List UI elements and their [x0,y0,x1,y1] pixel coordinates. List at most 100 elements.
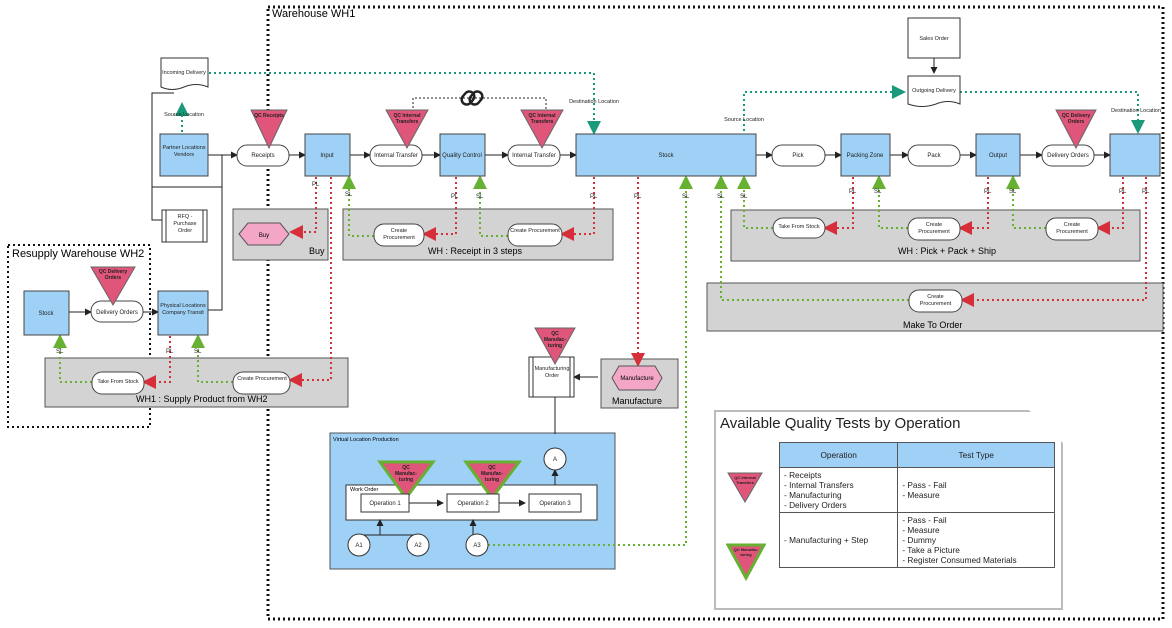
vendors-location[interactable] [159,133,209,177]
operation-1[interactable] [360,493,410,513]
qc-operation-2-label: QC Manufac-turing [481,465,503,483]
transit-location[interactable] [157,290,209,336]
operation-3[interactable] [528,493,582,513]
legend-qc-manufacturing-icon [726,543,766,582]
quality-control-location[interactable] [439,133,486,177]
wh2-stock-label: Stock [38,311,54,317]
link-labels: PL SL PL SL PL PL SL SL SL PL SL PL SL P… [56,182,1150,355]
qc-operation-2-icon[interactable] [463,460,522,501]
create-procurement-receipt-1-label: Create Procurement [383,228,415,241]
qc-internal-transfers-label-2: QC Internal Transfers [528,113,556,125]
route-mto-label: Make To Order [903,320,962,330]
source-location-label-out: Source Location [724,117,764,123]
source-location-label-in: Source Location [164,112,204,118]
stock-location[interactable] [575,133,757,177]
output-label: Output [989,153,1007,159]
svg-text:PL: PL [451,194,459,200]
qc-internal-transfers-icon-1[interactable] [385,109,429,150]
outgoing-delivery-doc[interactable] [907,75,961,107]
create-procurement-receipt-2[interactable] [507,223,563,247]
pack-label: Pack [927,153,941,159]
svg-text:PL: PL [590,194,598,200]
qc-operation-1-icon[interactable] [377,460,436,501]
internal-transfer-2-label: Internal Transfer [512,153,556,159]
route-pick-pack-ship-label: WH : Pick + Pack + Ship [898,246,996,256]
qc-receipts-icon[interactable] [250,109,288,150]
qc-delivery-orders-icon[interactable] [1055,109,1097,150]
svg-text:SL: SL [874,189,882,195]
qc-wh2-delivery-orders-icon[interactable] [90,266,136,306]
take-from-stock-wh2[interactable] [91,371,145,395]
manufacture-action[interactable] [611,365,663,391]
internal-transfer-1-step[interactable] [369,144,423,167]
incoming-delivery-doc[interactable] [160,57,209,90]
manufacture-action-label: Manufacture [620,376,654,382]
destination-location-label-out: Destination Location [1111,108,1161,114]
legend-qc-internal-icon [727,472,763,503]
manufacturing-order-doc[interactable] [528,356,575,398]
svg-text:PL: PL [634,194,642,200]
node-a1-label: A1 [355,543,363,549]
output-location[interactable] [975,133,1021,177]
sales-order-label: Sales Order [919,36,949,42]
quality-tests-legend: Available Quality Tests by Operation QC … [716,412,1061,608]
qc-receipts-label: QC Receipts [254,113,284,119]
svg-text:PL: PL [984,189,992,195]
customer-location[interactable] [1109,133,1161,177]
svg-text:SL: SL [740,194,748,200]
create-procurement-ship-label: Create Procurement [1056,222,1088,235]
node-a1 [347,533,371,557]
create-procurement-pack-label: Create Procurement [918,222,950,235]
svg-text:PL: PL [849,189,857,195]
create-procurement-wh2-label: Create Procurement [237,376,287,382]
work-order-label: Work Order [350,487,378,493]
legend-qc-internal-label: QC Internal Transfers [734,475,756,485]
sales-order-doc[interactable] [907,17,961,59]
node-a2 [406,533,430,557]
node-a2-label: A2 [414,543,422,549]
vendors-label: Partner Locations Vendors [162,145,206,158]
manufacturing-order-label: Manufacturing Order [534,366,570,379]
qc-internal-transfers-label-1: QC Internal Transfers [393,113,421,125]
pack-step[interactable] [907,144,961,167]
route-receipt-label: WH : Receipt in 3 steps [428,246,523,256]
create-procurement-receipt-1[interactable] [373,223,425,247]
operation-2[interactable] [446,493,500,513]
production-label: Virtual Location Production [333,437,399,443]
buy-action[interactable] [238,222,290,246]
wh2-delivery-orders-step[interactable] [90,300,144,323]
qc-manufacturing-order-label: QC Manufac-turing [544,331,566,349]
take-from-stock-pick[interactable] [772,217,826,239]
pick-step[interactable] [771,144,826,167]
route-buy-label: Buy [309,246,325,256]
svg-text:SL: SL [1009,189,1017,195]
route-wh2-label: WH1 : Supply Product from WH2 [136,394,268,404]
packing-zone-location[interactable] [840,133,891,177]
create-procurement-wh2[interactable] [232,371,291,395]
warehouse-wh2-label: Resupply Warehouse WH2 [12,248,144,260]
create-procurement-mto[interactable] [908,289,963,313]
purchase-order-doc[interactable] [161,209,208,243]
internal-transfer-2-step[interactable] [507,144,561,167]
input-location[interactable] [304,133,351,177]
link-chain-icon [460,90,484,106]
receipts-step[interactable] [236,144,290,167]
operation-3-label: Operation 3 [539,501,571,507]
delivery-orders-step[interactable] [1041,144,1095,167]
legend-table: Operation Test Type - Receipts - Interna… [778,442,1055,568]
legend-row-2-operations: - Manufacturing + Step [778,512,899,568]
internal-transfer-1-label: Internal Transfer [374,153,418,159]
outgoing-delivery-label: Outgoing Delivery [912,88,956,94]
wh2-stock-location[interactable] [23,290,70,336]
stock-label: Stock [658,153,674,159]
svg-text:SL: SL [476,194,484,200]
create-procurement-pack[interactable] [907,217,961,241]
qc-internal-transfers-icon-2[interactable] [520,109,564,150]
delivery-orders-label: Delivery Orders [1047,153,1089,159]
legend-header-operation: Operation [778,442,899,468]
create-procurement-ship[interactable] [1045,217,1099,241]
qc-manufacturing-order-icon[interactable] [534,327,576,366]
legend-qc-manufacturing-label: QC Manufac-turing [733,547,759,557]
svg-text:SL: SL [682,194,690,200]
svg-text:PL: PL [312,182,320,188]
